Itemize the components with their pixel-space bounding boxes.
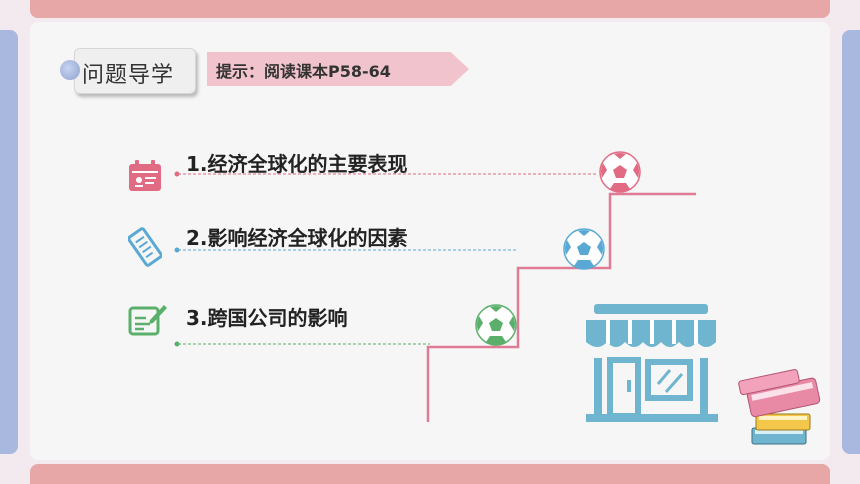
edit-icon (128, 305, 167, 336)
bottom-decor-bar (30, 464, 830, 484)
scroll-icon (128, 227, 162, 267)
calendar-icon (129, 160, 161, 191)
item-3-label: 3.跨国公司的影响 (186, 306, 348, 330)
soccer-ball-icon (563, 228, 605, 270)
right-decor-bar (842, 30, 860, 454)
left-decor-bar (0, 30, 18, 454)
stairs (426, 192, 696, 422)
soccer-ball-icon (475, 304, 517, 346)
hint-banner (207, 52, 469, 86)
badge-dot-icon (60, 60, 80, 80)
item-2-label: 2.影响经济全球化的因素 (186, 226, 408, 250)
dashed-line-1 (174, 171, 598, 177)
item-1-label: 1.经济全球化的主要表现 (186, 152, 408, 176)
dashed-line-3 (174, 341, 430, 347)
shop-icon (586, 304, 718, 422)
top-decor-bar (30, 0, 830, 18)
soccer-ball-icon (599, 151, 641, 193)
hint-text: 提示：阅读课本P58-64 (216, 62, 391, 81)
section-title: 问题导学 (82, 63, 175, 88)
content-card (30, 22, 830, 460)
books-icon (738, 369, 821, 445)
dashed-line-2 (174, 247, 518, 253)
